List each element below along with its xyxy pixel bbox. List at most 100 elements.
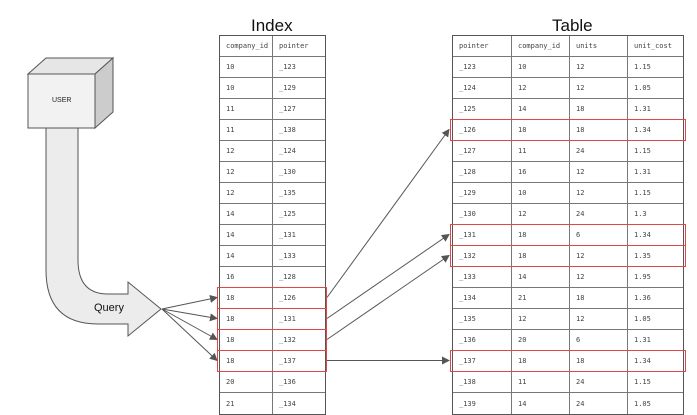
table-cell: 24 (570, 372, 628, 392)
table-cell: 12 (220, 162, 273, 182)
table-row: 18_132 (220, 330, 325, 351)
table-cell: 1.05 (634, 315, 651, 323)
table-cell: 11 (512, 372, 570, 392)
table-cell: 1.15 (634, 63, 651, 71)
table-cell: _128 (279, 273, 296, 281)
table-cell: _127 (453, 141, 512, 161)
table-cell: _133 (453, 267, 512, 287)
table-cell: 12 (570, 57, 628, 77)
table-title: Table (552, 16, 593, 35)
table-row: 21_134 (220, 393, 325, 414)
table-cell: 10 (512, 183, 570, 203)
table-cell: 10 (220, 57, 273, 77)
table-cell: 18 (220, 351, 273, 371)
query-fan-arrow (161, 308, 218, 322)
table-cell: _124 (279, 147, 296, 155)
table-cell: _135 (453, 309, 512, 329)
table-cell: _135 (279, 189, 296, 197)
table-cell: 20 (512, 330, 570, 350)
table-cell: 1.15 (634, 189, 651, 197)
table-cell: 14 (220, 204, 273, 224)
table-cell: 18 (220, 309, 273, 329)
table-row: 11_138 (220, 120, 325, 141)
query-label: Query (94, 302, 124, 314)
table-row: 11 _127 (220, 99, 325, 120)
table-cell: _136 (279, 378, 296, 386)
table-cell: _130 (453, 204, 512, 224)
table-cell: 12 (512, 204, 570, 224)
table-cell: 6 (570, 330, 628, 350)
table-cell: _137 (279, 357, 296, 365)
table-cell: 14 (512, 267, 570, 287)
table-row: 14_125 (220, 204, 325, 225)
table-cell: _133 (279, 252, 296, 260)
table-cell: _131 (279, 315, 296, 323)
table-cell: _134 (279, 399, 296, 408)
table-cell: _129 (453, 183, 512, 203)
table-cell: 10 (220, 78, 273, 98)
table-cell: _131 (453, 225, 512, 245)
table-cell: 16 (220, 267, 273, 287)
query-fan-arrow (161, 308, 218, 340)
table-cell: 12 (220, 183, 273, 203)
table-cell: 18 (570, 120, 628, 140)
table-cell: 1.34 (634, 231, 651, 239)
table-cell: 1.34 (634, 357, 651, 365)
table-row: 12 _135 (220, 183, 325, 204)
table-cell: 14 (512, 393, 570, 414)
table-cell: 11 (220, 99, 273, 119)
table-row: 18_126 (220, 288, 325, 309)
table-cell: 12 (570, 246, 628, 266)
table-cell: 12 (570, 78, 628, 98)
table-cell: 1.05 (634, 399, 651, 408)
table-cell: 12 (512, 309, 570, 329)
table-cell: _129 (279, 84, 296, 92)
table-cell: 16 (512, 162, 570, 182)
table-cell: 1.95 (634, 273, 651, 281)
table-cell: _134 (453, 288, 512, 308)
index-title: Index (251, 16, 293, 35)
query-fan-arrows (161, 295, 218, 362)
table-cell: _127 (279, 105, 296, 113)
table-cell: _132 (279, 336, 296, 344)
table-row: 10_123 (220, 57, 325, 78)
table-row: 12_124 (220, 141, 325, 162)
table-cell: 1.31 (634, 336, 651, 344)
table-cell: 12 (570, 309, 628, 329)
pointer-link-arrows (326, 128, 450, 365)
table-row: 12_130 (220, 162, 325, 183)
table-cell: 18 (220, 288, 273, 308)
table-cell: 11 (512, 141, 570, 161)
table-cell: 12 (570, 267, 628, 287)
table-cell: _137 (453, 351, 512, 371)
table-cell: 1.36 (634, 294, 651, 302)
table-cell: 1.31 (634, 168, 651, 176)
table-cell: _136 (453, 330, 512, 350)
table-cell: 18 (512, 246, 570, 266)
query-arrow-shape (45, 127, 162, 338)
pointer-arrow (326, 128, 450, 298)
table-cell: _128 (453, 162, 512, 182)
user-label: USER (52, 97, 72, 104)
table-row: 18 _131 (220, 309, 325, 330)
pointer-arrow (326, 254, 450, 340)
table-cell: 18 (512, 120, 570, 140)
